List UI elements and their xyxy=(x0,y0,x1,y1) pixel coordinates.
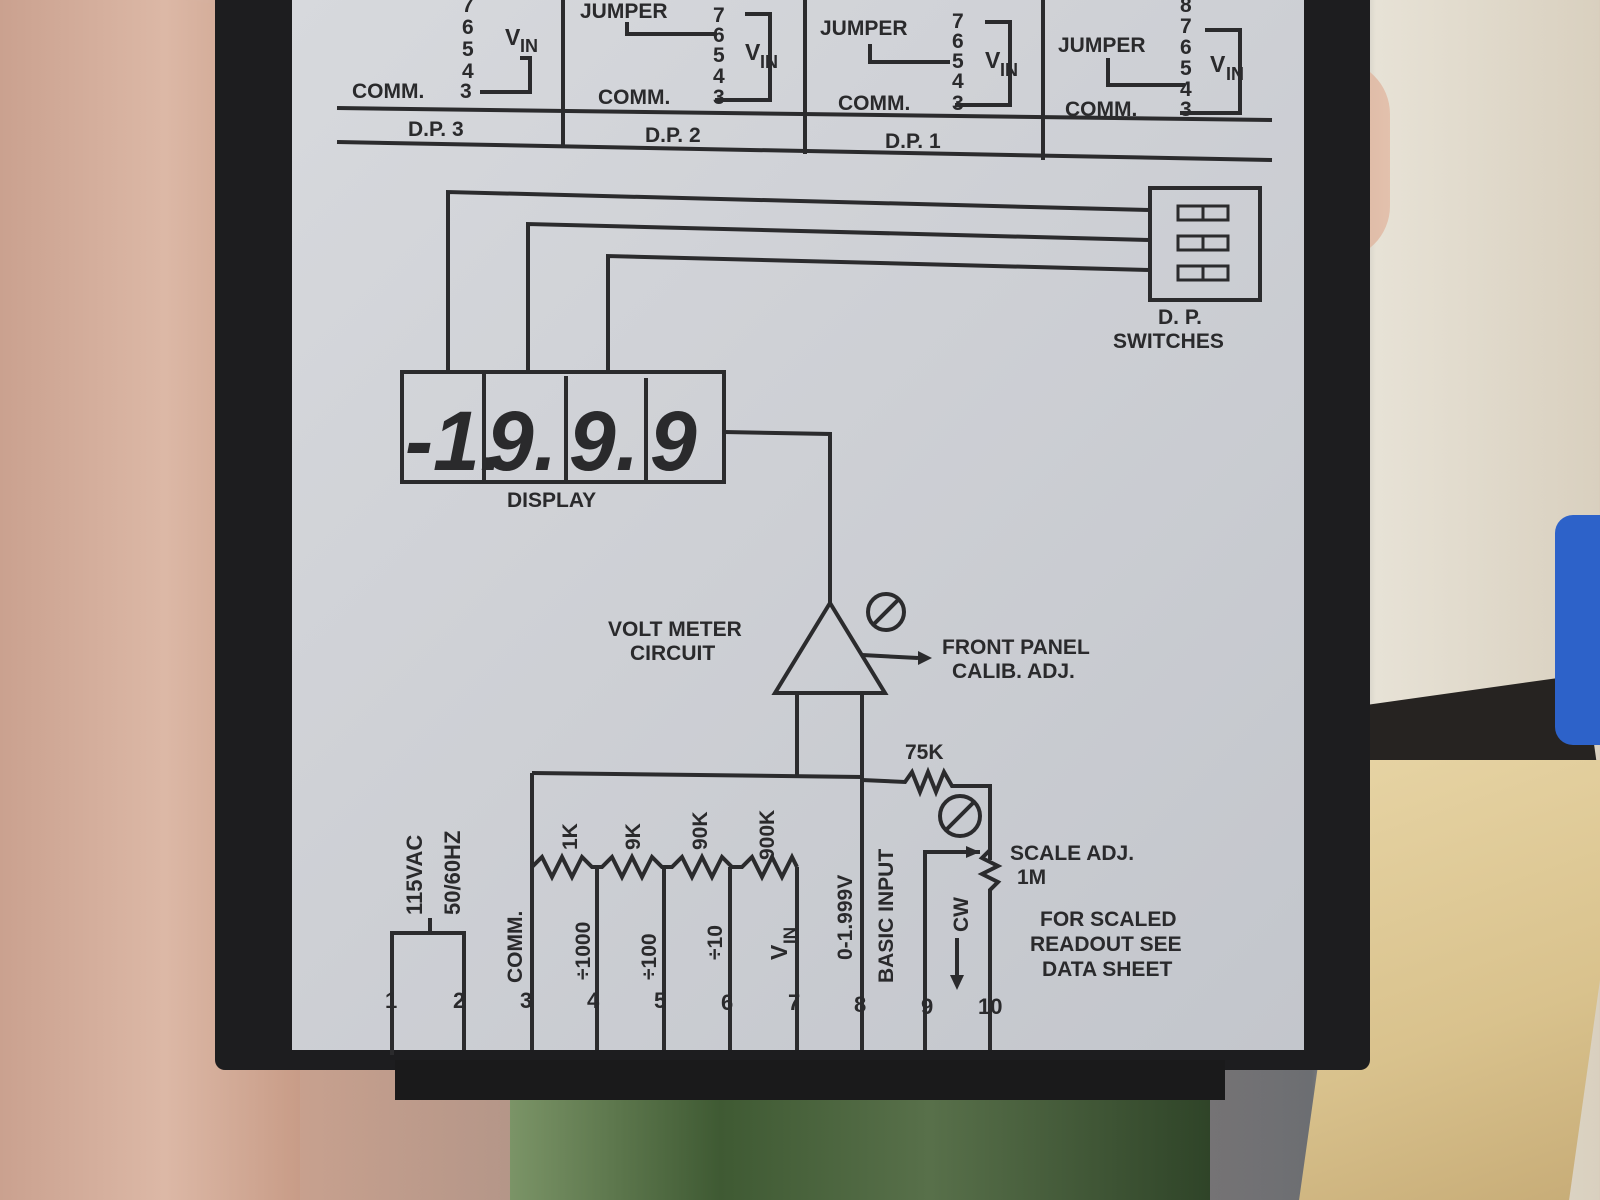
terminal-1: 1 xyxy=(385,988,397,1013)
terminal-4: 4 xyxy=(587,988,600,1013)
section0-comm: COMM. xyxy=(1065,98,1137,121)
display-label: DISPLAY xyxy=(507,489,596,512)
section0-vin-v: V xyxy=(1210,51,1226,77)
display-digit-4: 9 xyxy=(650,394,697,488)
scale-adj-label-2: 1M xyxy=(1017,866,1046,889)
terminal-6: 6 xyxy=(721,990,733,1015)
terminal-5: 5 xyxy=(654,988,666,1013)
meter-case-bottom xyxy=(395,1060,1225,1100)
resistor-90k-label: 90K xyxy=(689,811,712,850)
section3-pin-7: 7 xyxy=(462,0,474,17)
terminal-7: 7 xyxy=(788,990,800,1015)
section0-pin-5: 5 xyxy=(1180,57,1192,80)
section0-pin-8: 8 xyxy=(1180,0,1192,17)
resistor-1k-label: 1K xyxy=(559,823,582,850)
dp-switch-icons xyxy=(1176,204,1230,282)
section1-pin-7: 7 xyxy=(952,10,964,33)
section1-vin-v: V xyxy=(985,47,1001,73)
section1-jumper: JUMPER xyxy=(820,17,908,40)
display-digit-3: 9. xyxy=(569,394,639,488)
note-line-1: FOR SCALED xyxy=(1040,908,1177,931)
terminal-numbers: 1 2 3 4 5 6 7 8 9 10 xyxy=(385,988,1002,1019)
dp2-label: D.P. 2 xyxy=(645,124,701,147)
background-blue-object xyxy=(1555,515,1600,745)
section2-jumper: JUMPER xyxy=(580,0,668,23)
display-digit-2: 9. xyxy=(487,394,557,488)
section0-pin-7: 7 xyxy=(1180,15,1192,38)
dp1-label: D.P. 1 xyxy=(885,130,941,153)
dp-switches-label-1: D. P. xyxy=(1158,306,1202,329)
terminal-div100-label: ÷100 xyxy=(638,933,661,980)
section3-comm-pin: 3 xyxy=(460,80,472,103)
terminal-div1000-label: ÷1000 xyxy=(572,922,595,980)
terminal-vin-in: IN xyxy=(780,927,799,944)
section2-pin-4: 4 xyxy=(713,65,725,88)
resistor-75k-label: 75K xyxy=(905,741,944,764)
jumper-sections: 7 6 5 4 COMM. 3 V IN D.P. 3 JUMPER 7 6 5… xyxy=(352,0,1244,153)
section0-vin-in: IN xyxy=(1226,64,1244,84)
section1-pin-4: 4 xyxy=(952,70,964,93)
dp-switches-label-2: SWITCHES xyxy=(1113,330,1224,353)
section2-vin-v: V xyxy=(745,39,761,65)
terminal-vin-v: V xyxy=(766,944,792,960)
front-panel-label-2: CALIB. ADJ. xyxy=(952,660,1075,683)
terminal-2: 2 xyxy=(453,988,465,1013)
terminal-9: 9 xyxy=(921,994,933,1019)
section1-vin-in: IN xyxy=(1000,60,1018,80)
section0-jumper: JUMPER xyxy=(1058,34,1146,57)
section0-pin-6: 6 xyxy=(1180,36,1192,59)
volt-meter-label-1: VOLT METER xyxy=(608,618,742,641)
section2-pin-7: 7 xyxy=(713,4,725,27)
section3-pin-6: 6 xyxy=(462,16,474,39)
terminal-cw-label: CW xyxy=(950,897,973,932)
section1-pin-5: 5 xyxy=(952,50,964,73)
power-frequency-label: 50/60HZ xyxy=(440,831,465,915)
section0-pin-4: 4 xyxy=(1180,78,1192,101)
section3-vin-v: V xyxy=(505,24,521,50)
front-panel-label-1: FRONT PANEL xyxy=(942,636,1090,659)
dp3-label: D.P. 3 xyxy=(408,118,464,141)
terminal-function-labels: COMM. ÷1000 ÷100 ÷10 V IN 0-1.999V BASIC… xyxy=(504,849,973,983)
section2-comm: COMM. xyxy=(598,86,670,109)
section2-pin-5: 5 xyxy=(713,44,725,67)
scale-adj-label-1: SCALE ADJ. xyxy=(1010,842,1134,865)
terminal-div10-label: ÷10 xyxy=(704,925,727,960)
terminal-8: 8 xyxy=(854,992,866,1017)
resistor-900k-label: 900K xyxy=(756,810,779,860)
background-foliage xyxy=(510,1100,1210,1200)
terminal-3: 3 xyxy=(520,988,532,1013)
section2-pin-6: 6 xyxy=(713,24,725,47)
note-line-2: READOUT SEE xyxy=(1030,933,1182,956)
section1-comm: COMM. xyxy=(838,92,910,115)
volt-meter-label-2: CIRCUIT xyxy=(630,642,715,665)
section1-comm-pin: 3 xyxy=(952,92,964,115)
terminal-10: 10 xyxy=(978,994,1002,1019)
terminal-basic-input-label: BASIC INPUT xyxy=(875,849,898,983)
section3-pin-5: 5 xyxy=(462,38,474,61)
section0-comm-pin: 3 xyxy=(1180,98,1192,121)
section3-comm: COMM. xyxy=(352,80,424,103)
resistor-9k-label: 9K xyxy=(622,823,645,850)
terminal-range-label: 0-1.999V xyxy=(834,875,857,960)
section2-vin-in: IN xyxy=(760,52,778,72)
note-line-3: DATA SHEET xyxy=(1042,958,1172,981)
terminal-comm-label: COMM. xyxy=(504,911,527,983)
section1-pin-6: 6 xyxy=(952,30,964,53)
power-voltage-label: 115VAC xyxy=(402,835,427,915)
section2-comm-pin: 3 xyxy=(713,86,725,109)
seven-segment-display: -1. 9. 9. 9 xyxy=(405,394,697,488)
section3-pin-4: 4 xyxy=(462,60,474,83)
display-digit-1: -1. xyxy=(405,394,503,488)
section3-vin-in: IN xyxy=(520,36,538,56)
